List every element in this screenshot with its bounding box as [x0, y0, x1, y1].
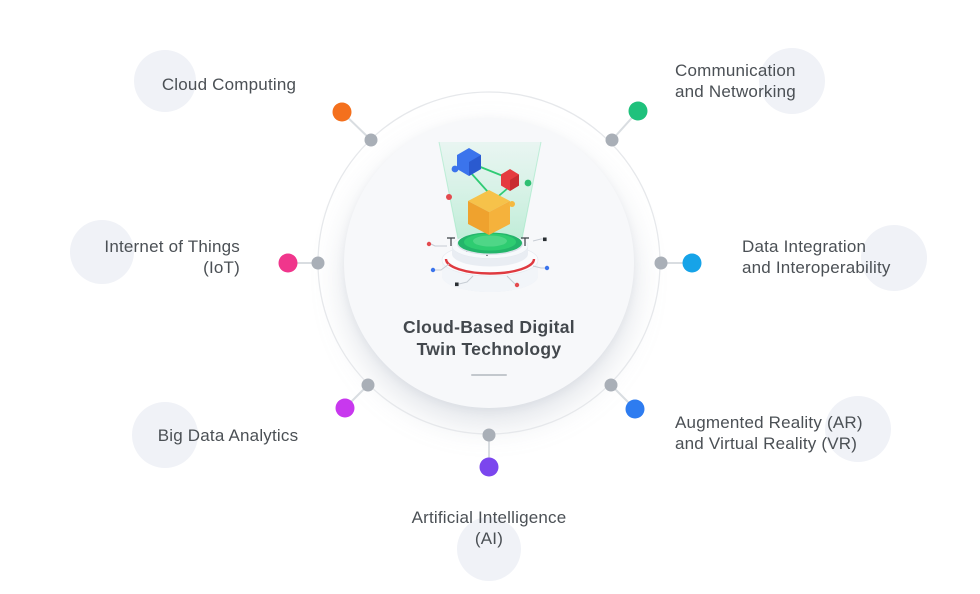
label-line: and Interoperability [742, 257, 891, 277]
node-dot-data-integration [682, 253, 702, 273]
hub-dot-cloud-computing [364, 133, 378, 147]
connector-cloud-computing [341, 111, 372, 141]
platform [457, 232, 523, 255]
hub-dot-data-integration [654, 256, 668, 270]
label-cloud-computing: Cloud Computing [148, 75, 310, 95]
center-title-line2: Twin Technology [416, 339, 562, 359]
label-line: (AI) [474, 528, 504, 548]
label-line: Communication [675, 61, 796, 80]
hub-dot-communication [605, 133, 619, 147]
center-title-line1: Cloud-Based Digital [403, 317, 575, 337]
halo-big-data [132, 402, 198, 468]
label-line: Artificial Intelligence [411, 508, 567, 527]
label-line: Data Integration [742, 237, 867, 256]
label-line: Augmented Reality (AR) [675, 413, 863, 432]
label-line: and Networking [675, 81, 796, 101]
halo-data-integration [861, 225, 927, 291]
label-artificial-intelligence: Artificial Intelligence (AI) [412, 508, 567, 549]
node-dot-big-data [335, 398, 355, 418]
halo-communication [759, 48, 825, 114]
label-ar-vr: Augmented Reality (AR) and Virtual Reali… [675, 413, 863, 454]
halo-ar-vr [825, 396, 891, 462]
node-dot-iot [278, 253, 298, 273]
connector-ar-vr [610, 384, 636, 410]
halo-ai [457, 517, 521, 581]
node-dot-ar-vr [625, 399, 645, 419]
label-big-data-analytics: Big Data Analytics [146, 426, 310, 446]
hub-dot-ai [482, 428, 496, 442]
center-title: Cloud-Based Digital Twin Technology [403, 316, 575, 360]
label-line: Big Data Analytics [157, 426, 299, 445]
hub-dot-big-data [361, 378, 375, 392]
node-dot-cloud-computing [332, 102, 352, 122]
hub-dot-ar-vr [604, 378, 618, 392]
connector-communication [611, 110, 639, 141]
label-internet-of-things: Internet of Things (IoT) [104, 237, 240, 278]
hub-dot-iot [311, 256, 325, 270]
label-line: (IoT) [203, 257, 240, 277]
digital-twin-hologram-icon [426, 141, 550, 292]
node-dot-ai [479, 457, 499, 477]
label-line: Cloud Computing [161, 75, 297, 94]
label-line: and Virtual Reality (VR) [675, 433, 858, 453]
center-divider [471, 374, 507, 376]
label-line: Internet of Things [104, 237, 240, 256]
label-data-integration: Data Integration and Interoperability [742, 237, 891, 278]
halo-iot [70, 220, 134, 284]
label-communication-networking: Communication and Networking [675, 61, 796, 102]
node-dot-communication [628, 101, 648, 121]
connector-big-data [344, 384, 369, 409]
halo-cloud-computing [134, 50, 196, 112]
